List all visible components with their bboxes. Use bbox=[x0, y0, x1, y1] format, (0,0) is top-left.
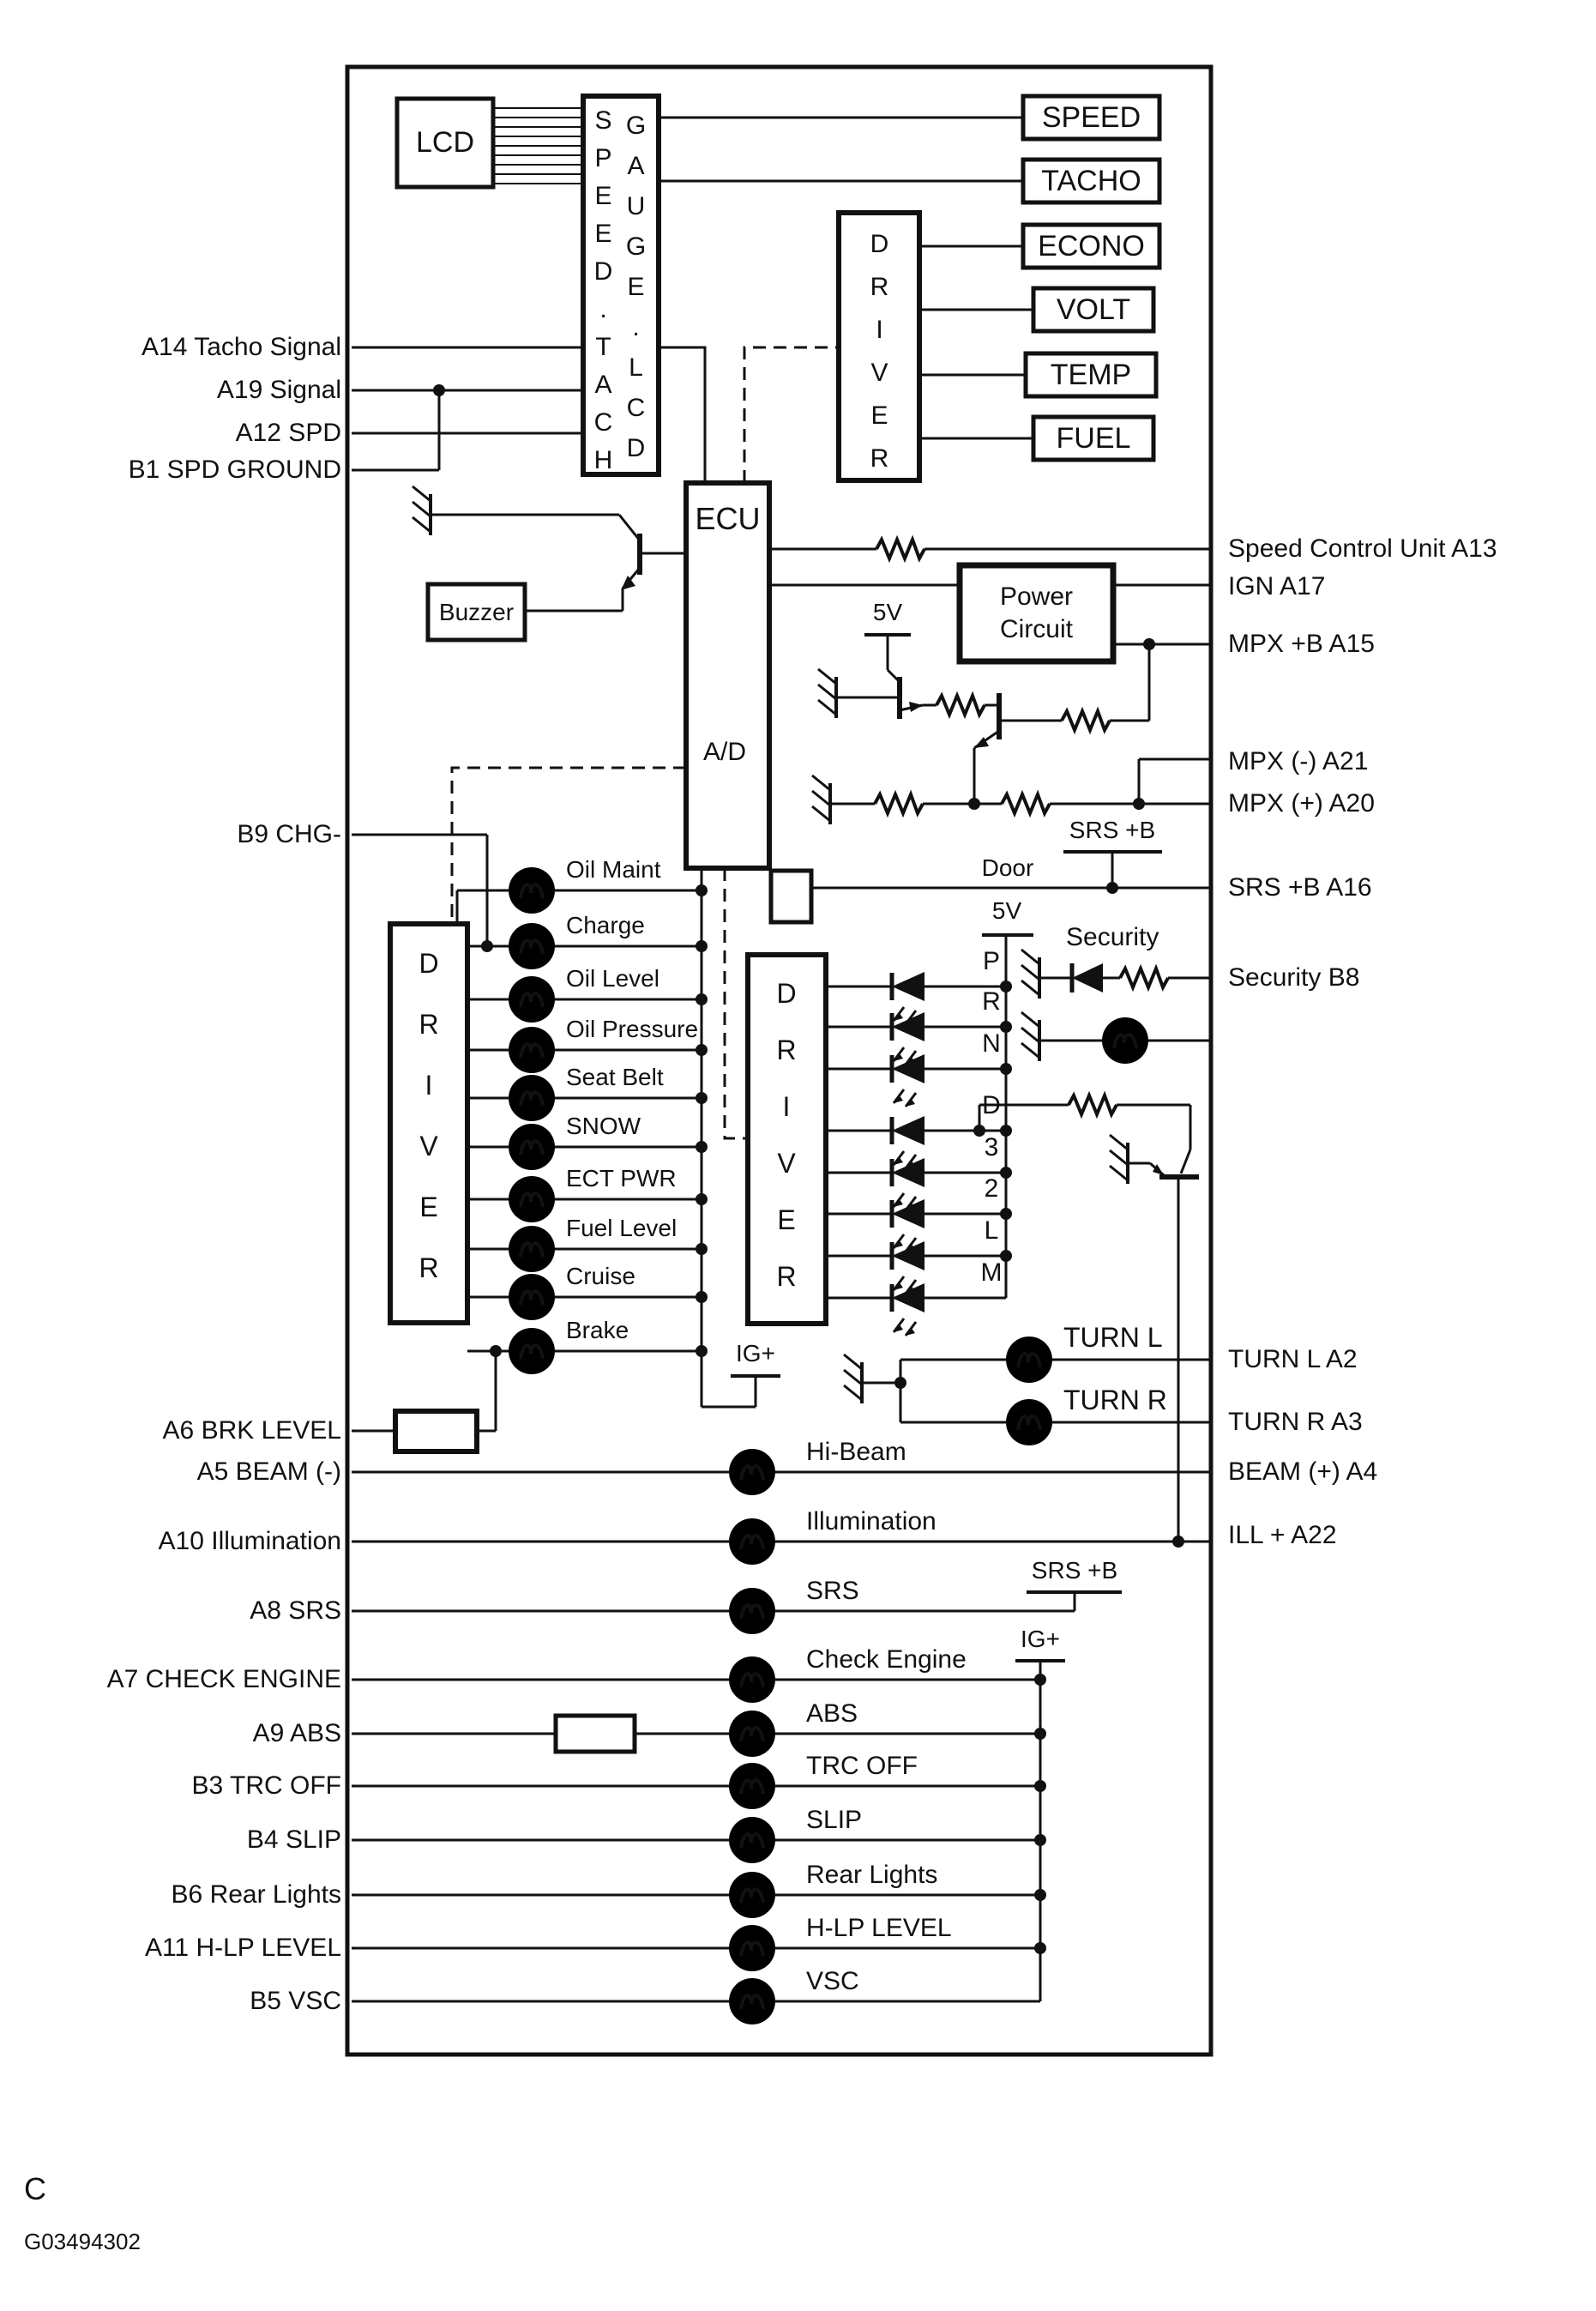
pin-mpx-b-a15: MPX +B A15 bbox=[1228, 630, 1375, 658]
pin-a6-brk-level: A6 BRK LEVEL bbox=[162, 1416, 341, 1445]
row-hlp-level: H-LP LEVEL bbox=[806, 1914, 952, 1942]
footer-mark: C bbox=[24, 2171, 46, 2206]
gauge-block-col-gauge-lcd: GAUGE.LCD bbox=[622, 112, 650, 474]
pin-a10-illumination: A10 Illumination bbox=[158, 1527, 341, 1555]
pin-b4-slip: B4 SLIP bbox=[246, 1825, 341, 1854]
row-illumination: Illumination bbox=[806, 1507, 937, 1536]
ecu-area bbox=[411, 480, 814, 1140]
security-label: Security bbox=[1066, 923, 1159, 951]
indicator-oil-pressure: Oil Pressure bbox=[566, 1016, 699, 1042]
indicator-fuel-level: Fuel Level bbox=[566, 1215, 678, 1241]
power-circuit-label-line2: Circuit bbox=[999, 615, 1073, 643]
row-slip: SLIP bbox=[806, 1806, 863, 1834]
pin-mpx-minus-a21: MPX (-) A21 bbox=[1228, 747, 1369, 775]
pin-b9-chg: B9 CHG- bbox=[237, 820, 341, 848]
pin-a5-beam-minus: A5 BEAM (-) bbox=[196, 1457, 341, 1486]
pin-srs-b-a16: SRS +B A16 bbox=[1228, 873, 1372, 902]
pin-a8-srs: A8 SRS bbox=[250, 1596, 341, 1625]
indicator-rows bbox=[352, 866, 780, 1454]
indicator-seat-belt: Seat Belt bbox=[566, 1064, 664, 1090]
row-rear-lights: Rear Lights bbox=[806, 1861, 938, 1889]
row-abs: ABS bbox=[806, 1699, 858, 1728]
ecu-block-label: ECU bbox=[695, 501, 761, 536]
rail-ig-low: IG+ bbox=[1021, 1626, 1060, 1652]
rail-ig-mid: IG+ bbox=[736, 1340, 775, 1367]
security-area bbox=[1020, 948, 1211, 1065]
rail-5v-top: 5V bbox=[872, 599, 903, 625]
row-srs: SRS bbox=[806, 1577, 859, 1605]
pin-b3-trc-off: B3 TRC OFF bbox=[191, 1771, 341, 1800]
gauge-box-econo: ECONO bbox=[1038, 229, 1145, 262]
driver-mid-block-label: DRIVER bbox=[771, 978, 802, 1318]
row-trc-off: TRC OFF bbox=[806, 1752, 918, 1780]
outer-border bbox=[345, 64, 1214, 2057]
gauge-box-tacho: TACHO bbox=[1041, 164, 1141, 197]
gauge-box-speed: SPEED bbox=[1041, 100, 1141, 134]
gear-led-p: P bbox=[982, 947, 1000, 975]
gauge-cluster bbox=[352, 94, 1162, 483]
gauge-box-fuel: FUEL bbox=[1056, 421, 1131, 455]
turn-r-label: TURN R bbox=[1063, 1385, 1167, 1415]
pin-ign-a17: IGN A17 bbox=[1228, 572, 1326, 600]
rail-srs-b-low: SRS +B bbox=[1031, 1557, 1118, 1584]
pin-b6-rear-lights: B6 Rear Lights bbox=[171, 1880, 341, 1909]
driver-left-block-label: DRIVER bbox=[413, 948, 444, 1313]
power-mpx-area bbox=[352, 538, 1211, 946]
turn-signal-area bbox=[842, 1335, 1211, 1447]
power-circuit-label-line1: Power bbox=[999, 582, 1074, 611]
indicator-oil-maint: Oil Maint bbox=[566, 856, 661, 883]
rail-srs-b-mid: SRS +B bbox=[1069, 817, 1156, 843]
indicator-oil-level: Oil Level bbox=[566, 965, 659, 992]
rail-5v-mid: 5V bbox=[991, 897, 1022, 924]
lcd-block-label: LCD bbox=[415, 126, 475, 159]
pin-b1-spd-ground: B1 SPD GROUND bbox=[128, 456, 341, 484]
gauge-box-volt: VOLT bbox=[1056, 293, 1131, 326]
row-hi-beam: Hi-Beam bbox=[806, 1438, 906, 1466]
gear-led-n: N bbox=[982, 1029, 1001, 1058]
pin-a9-abs: A9 ABS bbox=[252, 1719, 341, 1747]
gear-led-l: L bbox=[984, 1216, 999, 1245]
indicator-snow: SNOW bbox=[566, 1113, 641, 1139]
warning-rows bbox=[352, 1447, 1211, 2026]
pin-beam-plus-a4: BEAM (+) A4 bbox=[1228, 1457, 1378, 1486]
figure-id: G03494302 bbox=[24, 2229, 141, 2254]
pin-a12-spd: A12 SPD bbox=[235, 419, 341, 447]
pin-mpx-plus-a20: MPX (+) A20 bbox=[1228, 789, 1375, 818]
indicator-ect-pwr: ECT PWR bbox=[566, 1165, 677, 1192]
pin-security-b8: Security B8 bbox=[1228, 963, 1360, 992]
pin-a14-tacho-signal: A14 Tacho Signal bbox=[142, 333, 341, 361]
door-label: Door bbox=[981, 854, 1034, 881]
pin-b5-vsc: B5 VSC bbox=[250, 1987, 341, 2015]
turn-l-label: TURN L bbox=[1063, 1322, 1163, 1353]
driver-top-block-label: DRIVER bbox=[865, 230, 894, 487]
ecu-adc-label: A/D bbox=[702, 738, 746, 766]
gauge-block-col-speed-tach: SPEED.TACH bbox=[589, 106, 617, 484]
gear-led-2: 2 bbox=[984, 1174, 999, 1203]
gear-led-3: 3 bbox=[984, 1133, 999, 1162]
pin-speed-control-unit-a13: Speed Control Unit A13 bbox=[1228, 534, 1497, 563]
pin-turn-r-a3: TURN R A3 bbox=[1228, 1408, 1363, 1436]
row-vsc: VSC bbox=[806, 1967, 859, 1995]
gear-led-d: D bbox=[982, 1091, 1001, 1119]
gear-led-m: M bbox=[980, 1258, 1003, 1287]
pin-ill-plus-a22: ILL + A22 bbox=[1228, 1521, 1337, 1549]
indicator-brake: Brake bbox=[566, 1317, 629, 1343]
gauge-box-temp: TEMP bbox=[1050, 358, 1132, 391]
row-check-engine: Check Engine bbox=[806, 1645, 967, 1674]
pin-a11-hlp-level: A11 H-LP LEVEL bbox=[144, 1934, 341, 1962]
gear-led-r: R bbox=[982, 987, 1001, 1016]
buzzer-block-label: Buzzer bbox=[438, 598, 515, 625]
pin-turn-l-a2: TURN L A2 bbox=[1228, 1345, 1358, 1373]
pin-a19-signal: A19 Signal bbox=[216, 376, 341, 404]
pin-a7-check-engine: A7 CHECK ENGINE bbox=[106, 1665, 341, 1693]
indicator-charge: Charge bbox=[566, 912, 645, 938]
gear-led-rows bbox=[745, 933, 1199, 1548]
indicator-cruise: Cruise bbox=[566, 1263, 635, 1289]
